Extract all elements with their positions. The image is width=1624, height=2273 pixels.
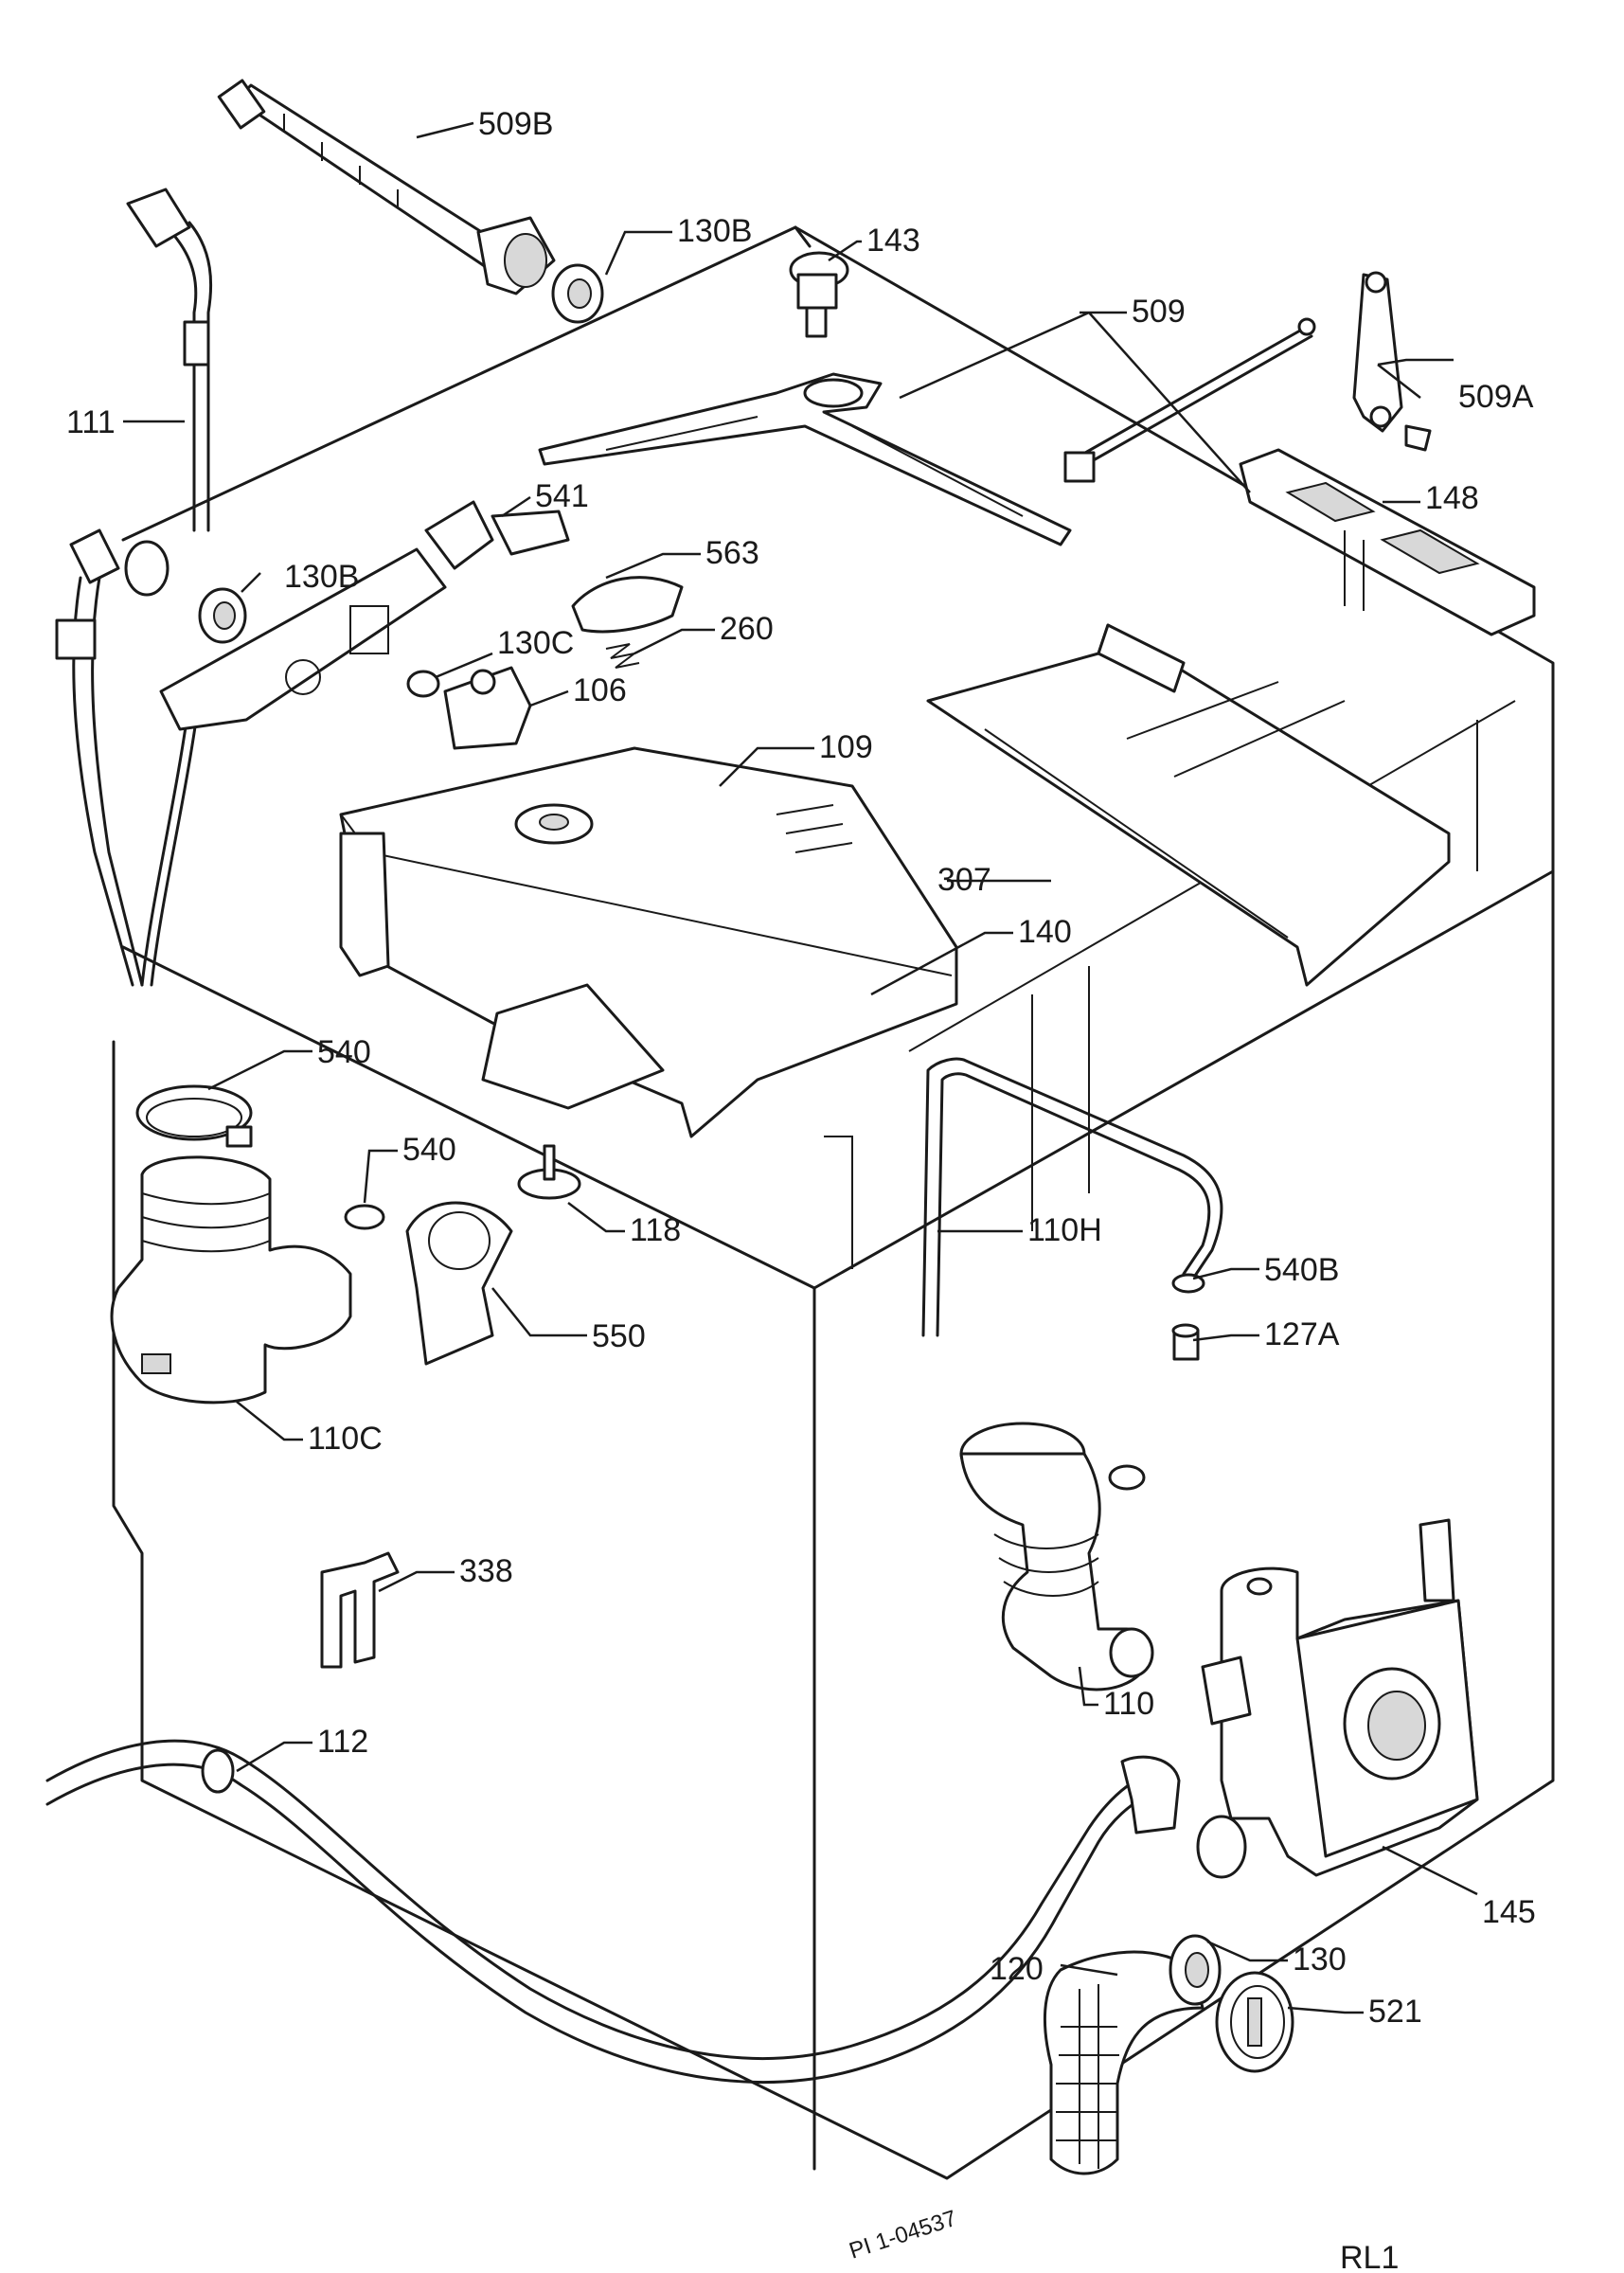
bracket-541 [159,500,570,731]
label-550: 550 [592,1318,646,1354]
clamp-540-large [135,1084,253,1148]
rod-509 [1063,317,1316,483]
filter-118 [517,1144,581,1200]
part-labels: 509B 130B 143 509 509A 111 541 148 563 1… [66,106,1536,2030]
label-111: 111 [66,404,116,440]
label-260: 260 [720,611,774,647]
label-509b: 509B [478,106,553,142]
drain-hose-112 [45,1739,1181,2084]
label-540-b: 540 [402,1132,456,1168]
clamp-540-small [344,1204,385,1230]
label-509: 509 [1132,294,1186,330]
drawing-reference: PI 1-04537 [847,2206,960,2264]
nut-130b-top [551,263,604,324]
cabinet-outline [112,225,1555,2180]
label-120: 120 [990,1951,1044,1987]
label-540-a: 540 [317,1034,371,1070]
bellows-110c [110,1155,352,1405]
dispenser-housing-109 [339,746,958,1138]
connector-127a [1171,1323,1200,1361]
spring-260 [605,643,640,669]
cam-563 [571,576,684,634]
nut-130b-mid [198,587,247,644]
label-130: 130 [1293,1942,1347,1978]
label-109: 109 [819,729,873,765]
label-521: 521 [1368,1994,1422,2030]
filter-120 [1044,1950,1205,2175]
drawer-307 [926,623,1451,987]
part-130c [406,670,440,698]
label-509a: 509A [1458,379,1534,415]
pump-145 [1196,1518,1479,1879]
label-563: 563 [705,535,759,571]
housing-148 [1239,448,1536,636]
label-112: 112 [317,1724,368,1760]
sheet-code: RL1 [1340,2240,1399,2273]
switch-106 [443,666,532,750]
cap-521 [1215,1971,1294,2073]
knob-143 [789,251,849,338]
hose-110h [921,1057,1223,1337]
label-130c: 130C [497,625,574,661]
label-130b-mid: 130B [284,559,359,595]
label-143: 143 [866,223,920,259]
label-127a: 127A [1264,1316,1340,1352]
label-140: 140 [1018,914,1072,950]
part-550 [405,1201,513,1366]
lever-509 [538,372,1072,546]
label-110h: 110H [1027,1212,1102,1248]
label-541: 541 [535,478,589,514]
label-118: 118 [630,1212,681,1248]
ring-130 [1169,1934,1222,2006]
label-106: 106 [573,672,627,708]
label-130b-top: 130B [677,213,752,249]
label-110: 110 [1103,1686,1154,1722]
label-148: 148 [1425,480,1479,516]
label-540b: 540B [1264,1252,1339,1288]
inlet-hose-111 [55,188,213,987]
leader-lines [123,121,1478,2014]
clip-338 [320,1551,400,1669]
lever-509a [1352,271,1432,452]
label-338: 338 [459,1553,513,1589]
label-110c: 110C [308,1421,383,1457]
label-145: 145 [1482,1894,1536,1930]
bellows-110 [959,1422,1154,1691]
label-307: 307 [937,862,991,898]
inlet-hose-509b [217,79,556,295]
